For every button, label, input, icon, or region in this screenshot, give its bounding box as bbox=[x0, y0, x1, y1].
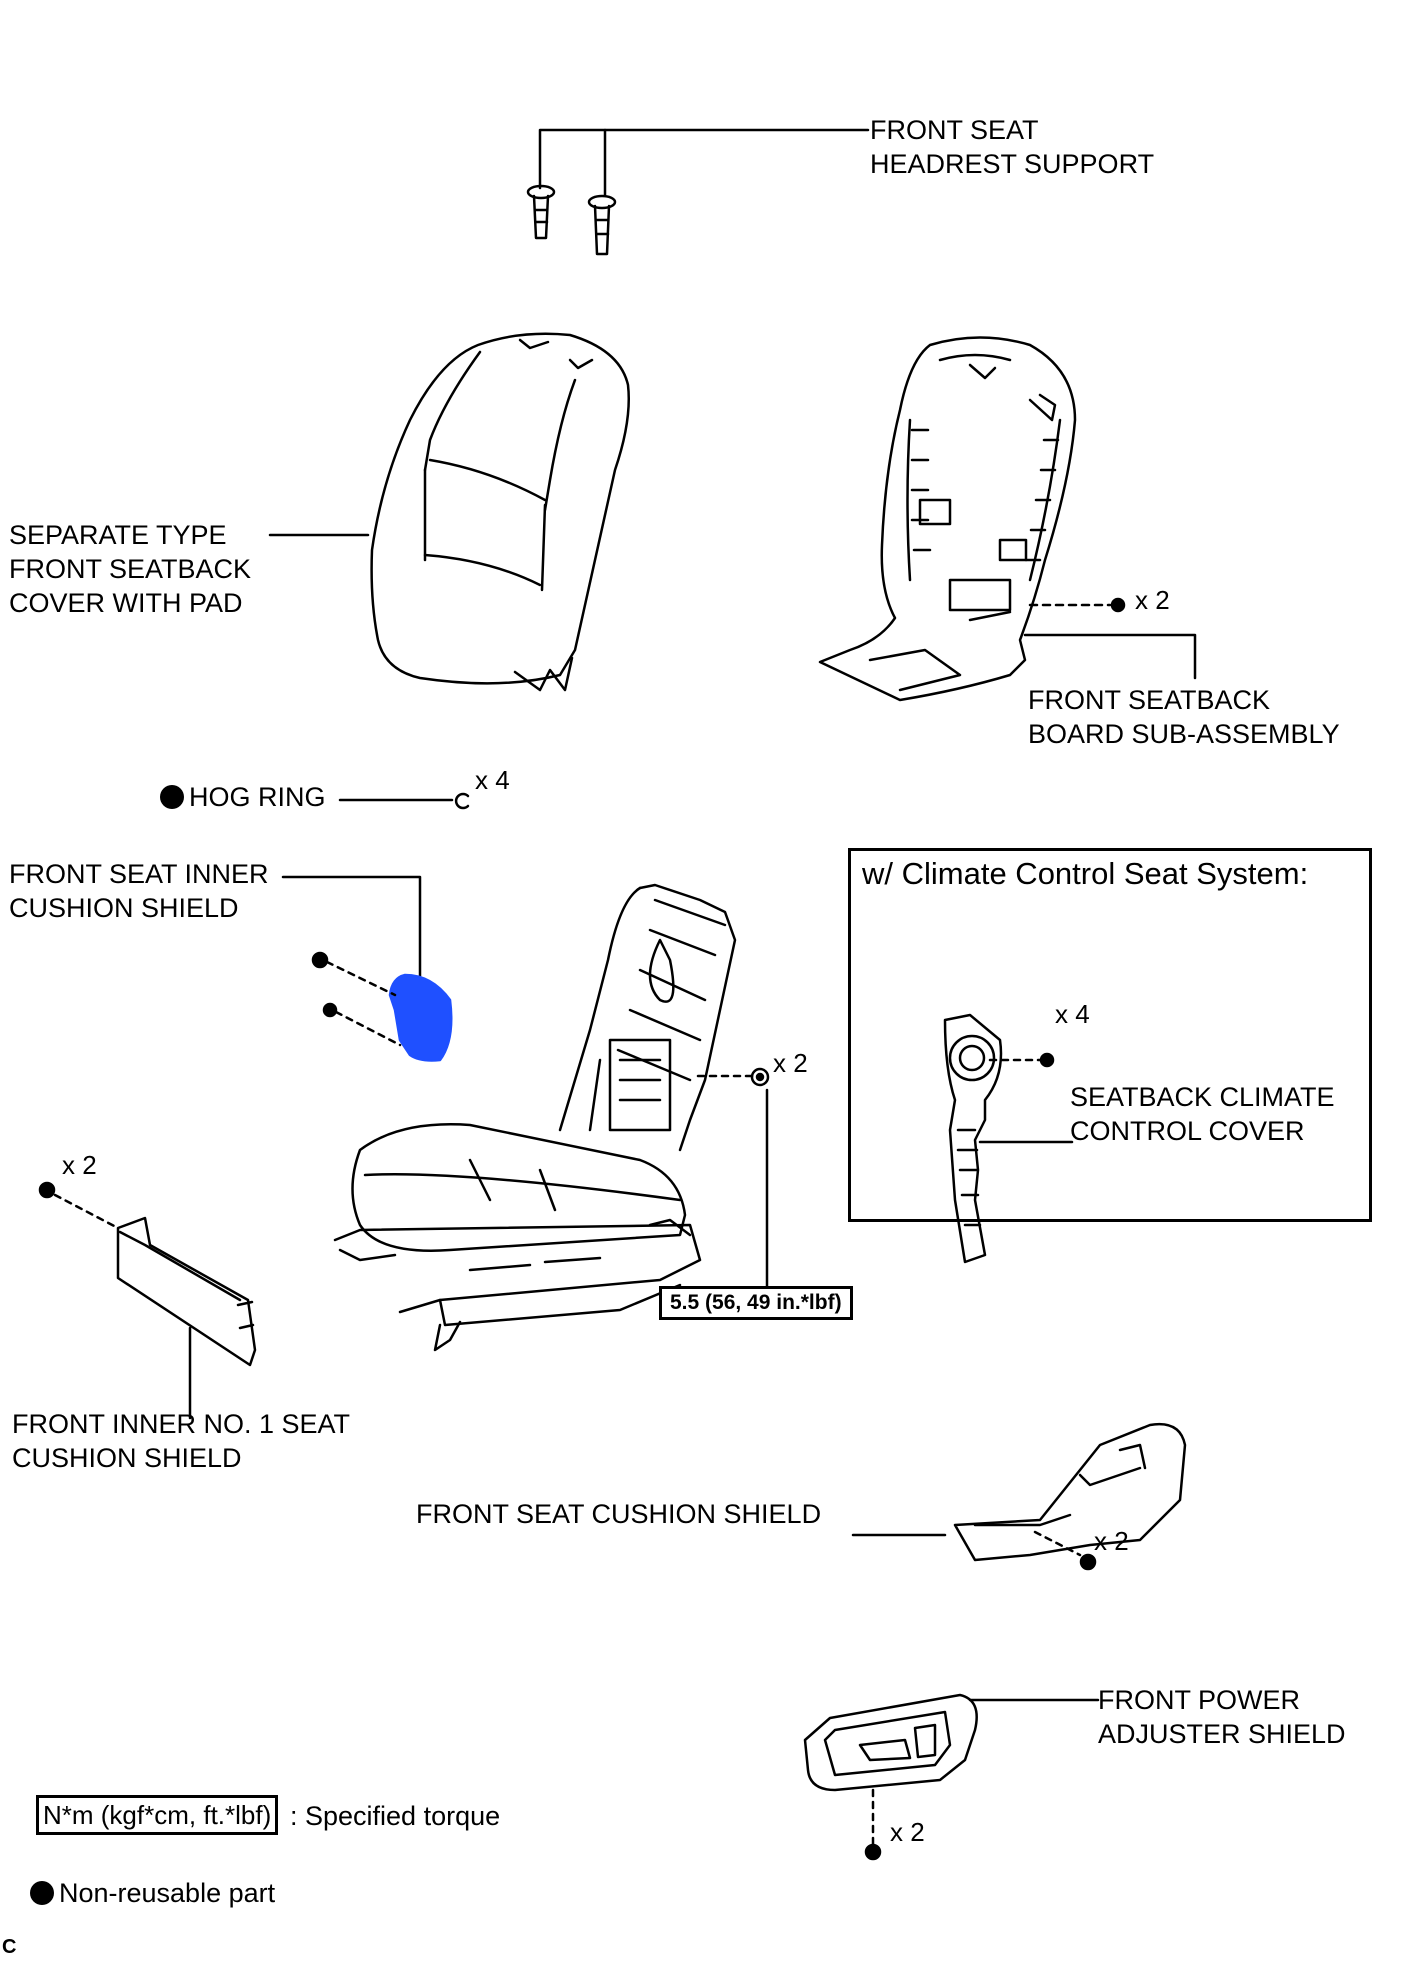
legend-torque-text: : Specified torque bbox=[290, 1801, 501, 1831]
climate-cover-label: SEATBACK CLIMATE CONTROL COVER bbox=[1070, 1080, 1335, 1148]
non-reusable-dot-icon bbox=[160, 785, 184, 809]
legend-nonreusable-text: Non-reusable part bbox=[59, 1878, 276, 1908]
climate-cover-line1: SEATBACK CLIMATE bbox=[1070, 1082, 1335, 1112]
headrest-support-leader bbox=[538, 128, 870, 197]
headrest-support-line1: FRONT SEAT bbox=[870, 115, 1039, 145]
seatback-cover-line2: FRONT SEATBACK bbox=[9, 554, 252, 584]
inner-cushion-shield-part bbox=[281, 875, 453, 1062]
seatback-cover-line3: COVER WITH PAD bbox=[9, 588, 243, 618]
torque-spec-box: 5.5 (56, 49 in.*lbf) bbox=[659, 1286, 853, 1320]
inner-cushion-shield-line1: FRONT SEAT INNER bbox=[9, 859, 269, 889]
inner-cushion-shield-line2: CUSHION SHIELD bbox=[9, 893, 239, 923]
inner-no1-shield-label: FRONT INNER NO. 1 SEAT CUSHION SHIELD bbox=[12, 1407, 350, 1475]
hog-ring-count: x 4 bbox=[475, 765, 510, 795]
cushion-shield-label: FRONT SEAT CUSHION SHIELD bbox=[416, 1499, 822, 1529]
legend-nonreusable: Non-reusable part bbox=[30, 1876, 275, 1910]
seatback-board-line2: BOARD SUB-ASSEMBLY bbox=[1028, 719, 1340, 749]
headrest-support-label: FRONT SEAT HEADREST SUPPORT bbox=[870, 113, 1154, 181]
cushion-shield-part bbox=[851, 1422, 1187, 1571]
seatback-board-part bbox=[818, 336, 1197, 702]
cushion-shield-screw-count: x 2 bbox=[1094, 1526, 1129, 1556]
inner-no1-shield-line1: FRONT INNER NO. 1 SEAT bbox=[12, 1409, 351, 1439]
headrest-support-part bbox=[526, 184, 617, 256]
hog-ring-text: HOG RING bbox=[189, 782, 326, 812]
hog-ring-leader bbox=[338, 792, 470, 810]
seatback-cover-label: SEPARATE TYPE FRONT SEATBACK COVER WITH … bbox=[9, 518, 251, 620]
frame-bolt-count: x 2 bbox=[773, 1048, 808, 1078]
seatback-board-line1: FRONT SEATBACK bbox=[1028, 685, 1271, 715]
hog-ring-label: HOG RING bbox=[160, 780, 326, 814]
power-adjuster-shield-label: FRONT POWER ADJUSTER SHIELD bbox=[1098, 1683, 1346, 1751]
power-adjuster-shield-part bbox=[803, 1693, 1100, 1861]
climate-control-box bbox=[848, 848, 1372, 1222]
inner-no1-screw-count: x 2 bbox=[62, 1150, 97, 1180]
legend-torque-box: N*m (kgf*cm, ft.*lbf) bbox=[36, 1795, 279, 1835]
climate-clip-count: x 4 bbox=[1055, 999, 1090, 1029]
seatback-cover-line1: SEPARATE TYPE bbox=[9, 520, 227, 550]
inner-no1-shield-line2: CUSHION SHIELD bbox=[12, 1443, 242, 1473]
climate-cover-part bbox=[943, 1013, 1074, 1264]
board-clip-count: x 2 bbox=[1135, 585, 1170, 615]
inner-cushion-shield-label: FRONT SEAT INNER CUSHION SHIELD bbox=[9, 857, 269, 925]
inner-no1-shield-part bbox=[38, 1181, 257, 1420]
adjuster-screw-count: x 2 bbox=[890, 1817, 925, 1847]
headrest-support-line2: HEADREST SUPPORT bbox=[870, 149, 1155, 179]
seatback-cover-part bbox=[268, 332, 631, 692]
seat-frame-part bbox=[333, 883, 770, 1352]
power-adjuster-shield-line2: ADJUSTER SHIELD bbox=[1098, 1719, 1346, 1749]
corner-mark: C bbox=[2, 1936, 17, 1958]
seatback-board-label: FRONT SEATBACK BOARD SUB-ASSEMBLY bbox=[1028, 683, 1340, 751]
climate-box-title: w/ Climate Control Seat System: bbox=[862, 856, 1309, 891]
legend-dot-icon bbox=[30, 1881, 54, 1905]
climate-cover-line2: CONTROL COVER bbox=[1070, 1116, 1305, 1146]
power-adjuster-shield-line1: FRONT POWER bbox=[1098, 1685, 1300, 1715]
